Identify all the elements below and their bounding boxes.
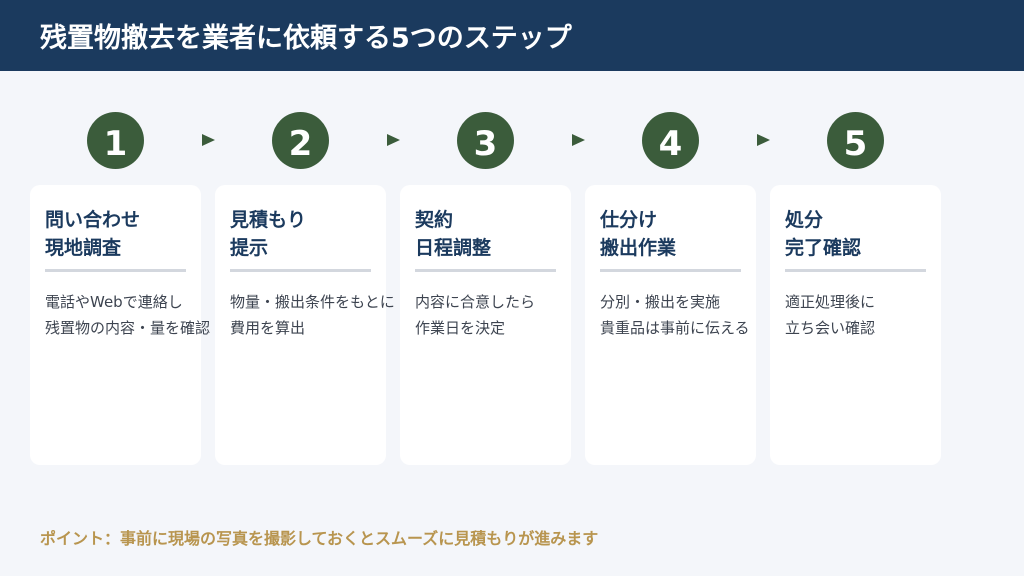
step-1-number-badge: 1	[87, 112, 144, 169]
step-description: 物量・搬出条件をもとに 費用を算出	[230, 289, 395, 341]
step-description: 内容に合意したら 作業日を決定	[415, 289, 535, 341]
step-title-line2: 完了確認	[785, 237, 862, 259]
page-title: 残置物撤去を業者に依頼する5つのステップ	[40, 23, 572, 54]
step-title-line1: 契約	[415, 209, 454, 231]
step-2-number-badge: 2	[272, 112, 329, 169]
step-description-line2: 貴重品は事前に伝える	[600, 319, 750, 337]
step-description-line1: 適正処理後に	[785, 293, 876, 311]
card-divider	[230, 269, 371, 272]
step-title: 問い合わせ 現地調査	[45, 206, 140, 262]
card-divider	[45, 269, 186, 272]
step-title-line2: 提示	[230, 237, 269, 259]
step-card-3: 契約 日程調整 内容に合意したら 作業日を決定	[400, 185, 571, 465]
step-4-number-badge: 4	[642, 112, 699, 169]
step-title-line1: 見積もり	[230, 209, 307, 231]
step-title: 見積もり 提示	[230, 206, 306, 262]
step-description-line1: 内容に合意したら	[415, 293, 536, 311]
step-card-4: 仕分け 搬出作業 分別・搬出を実施 貴重品は事前に伝える	[585, 185, 756, 465]
step-title-line1: 処分	[785, 209, 824, 231]
step-title-line1: 問い合わせ	[45, 209, 141, 231]
step-5-number-badge: 5	[827, 112, 884, 169]
step-card-2: 見積もり 提示 物量・搬出条件をもとに 費用を算出	[215, 185, 395, 465]
step-title: 契約 日程調整	[415, 206, 491, 262]
step-title-line2: 搬出作業	[600, 237, 677, 259]
step-title: 処分 完了確認	[785, 206, 861, 262]
step-description-line1: 分別・搬出を実施	[600, 293, 721, 311]
step-title: 仕分け 搬出作業	[600, 206, 676, 262]
header-bar: 残置物撤去を業者に依頼する5つのステップ	[0, 0, 1024, 71]
step-description: 電話やWebで連絡し 残置物の内容・量を確認	[45, 289, 210, 341]
step-title-line1: 仕分け	[600, 209, 658, 231]
arrow-right-icon	[572, 134, 585, 146]
arrow-right-icon	[387, 134, 400, 146]
step-description-line2: 立ち会い確認	[785, 319, 876, 337]
step-description: 分別・搬出を実施 貴重品は事前に伝える	[600, 289, 750, 341]
card-divider	[415, 269, 556, 272]
step-3-number-badge: 3	[457, 112, 514, 169]
step-description-line2: 費用を算出	[230, 319, 306, 337]
step-card-5: 処分 完了確認 適正処理後に 立ち会い確認	[770, 185, 941, 465]
step-title-line2: 現地調査	[45, 237, 122, 259]
arrow-right-icon	[202, 134, 215, 146]
step-title-line2: 日程調整	[415, 237, 492, 259]
card-divider	[600, 269, 741, 272]
card-divider	[785, 269, 926, 272]
step-description-line1: 物量・搬出条件をもとに	[230, 293, 395, 311]
step-description: 適正処理後に 立ち会い確認	[785, 289, 875, 341]
tip-note: ポイント：事前に現場の写真を撮影しておくとスムーズに見積もりが進みます	[40, 529, 599, 548]
arrow-right-icon	[757, 134, 770, 146]
step-description-line2: 作業日を決定	[415, 319, 506, 337]
step-description-line1: 電話やWebで連絡し	[45, 293, 183, 311]
step-description-line2: 残置物の内容・量を確認	[45, 319, 211, 337]
step-card-1: 問い合わせ 現地調査 電話やWebで連絡し 残置物の内容・量を確認	[30, 185, 210, 465]
